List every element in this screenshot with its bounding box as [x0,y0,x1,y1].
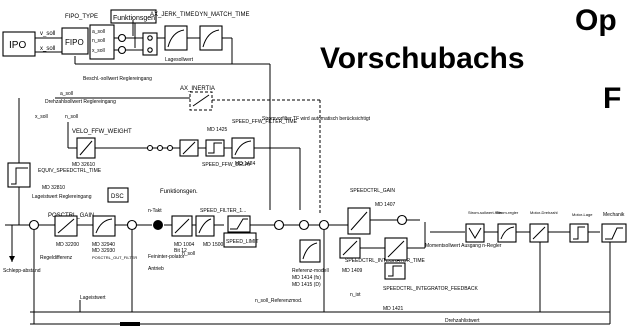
stromsollwertfilter-block [466,224,484,242]
n-soll-top-label: n_soll [92,38,105,44]
regeldifferenz-label: Regeldifferenz [40,255,73,261]
md-1425-label: MD 1425 [207,127,228,133]
ipo-label: IPO [9,40,26,51]
md-1414-label: MD 1414 (fs) [292,275,321,281]
n-soll-referenzmodell-label: n_soll_Referenzmod. [255,298,302,304]
md-32810-label: MD 32810 [42,185,65,191]
v-soll-label: v_soll [40,31,55,37]
schleppabstand-label: Schlepp-abstand [3,268,41,274]
speed-filter-label: SPEED_FILTER_1... [200,208,246,214]
x-soll-label: x_soll [40,46,55,52]
title-line-2: Vorschubachs [320,42,525,75]
stromvorfilter-label: Stromvorfilter TF wird automatisch berüc… [262,116,371,122]
lagesollwert-label: Lagesollwert [165,57,194,63]
fipo-label: FIPO [65,38,84,47]
a-soll-mid-label: a_soll [60,91,73,97]
dsc-label: DSC [111,194,124,200]
md-1415-label: MD 1415 (D) [292,282,321,288]
momentensollwert-label: Momentsollwert Ausgang n-Regler [425,243,502,249]
dyn-match-time-label: DYN_MATCH_TIME [195,12,250,18]
md-32200-label: MD 32200 [56,242,79,248]
sum-junction-2 [128,221,137,230]
n-soll-mid-label: n_soll [182,251,195,257]
ax-inertia-label: AX_INERTIA [180,86,215,92]
funktionsgen-mid-label: Funktionsgen. [160,189,198,195]
a-soll-label: a_soll [92,29,105,35]
speedctrl-integrator-feedback-label: SPEEDCTRL_INTEGRATOR_FEEDBACK [383,286,479,292]
funktionsgen-top-label: Funktionsgen [113,15,155,22]
speedctrl-gain-label: SPEEDCTRL_GAIN [350,188,395,194]
title-line-1: Op [575,4,617,37]
n-takt-label: n-Takt [148,208,162,214]
posctrl-out-filter-label: POSCTRL_OUT_FILTER [92,255,137,260]
md-32930-label: MD 32930 [92,248,115,254]
feininterpolator-label: Feininter-polator [148,254,185,260]
title-line-3: F [603,82,621,115]
velo-ffw-weight-label: VELO_FFW_WEIGHT [72,129,132,135]
n-soll-left-label: n_soll [65,114,78,120]
sampling-switch [153,220,163,230]
antrieb-label: Antrieb [148,266,164,272]
motor-lage-label: Motor-Lage [572,212,593,217]
equiv-speedctrl-block [8,163,30,187]
stromregler-label: Strom-regler [496,210,519,215]
beschleunigung-label: Beschl.-sollwert Reglereingang [83,76,152,82]
lageistwert-eingang-label: Lageistwert Reglereingang [32,194,92,200]
x-soll-out-label: x_soll [92,48,105,54]
md-1500-label: MD 1500 [203,242,224,248]
x-soll-left-label: x_soll [35,114,48,120]
fipo-type-label: FIPO_TYPE [65,14,98,20]
speed-ffw-delay-label: SPEED_FFW_DELAY [202,162,252,168]
n-ist-label: n_ist [350,292,361,298]
drehzahl-eingang-label: Drehzahlsollwert Reglereingang [45,99,116,105]
mechanik-label: Mechanik [603,212,625,218]
equiv-speedctrl-time-label: EQUIV_SPEEDCTRL_TIME [38,168,102,174]
lageistwert-label: Lageistwert [80,295,106,301]
motor-drehzahl-label: Motor-Drehzahl [530,210,558,215]
md-1407-label: MD 1407 [375,202,396,208]
speed-filter-block [196,216,214,236]
sum-junction-1 [30,221,39,230]
referenzmodell-label: Referenz-modell [292,268,329,274]
md-1409-label: MD 1409 [342,268,363,274]
speed-limit-label: SPEED_LIMIT [226,239,259,245]
md-1421-label: MD 1421 [383,306,404,312]
ax-jerk-time-label: AX_JERK_TIME [150,12,194,18]
drehzahlistwert-label: Drehzahlistwert [445,318,480,324]
